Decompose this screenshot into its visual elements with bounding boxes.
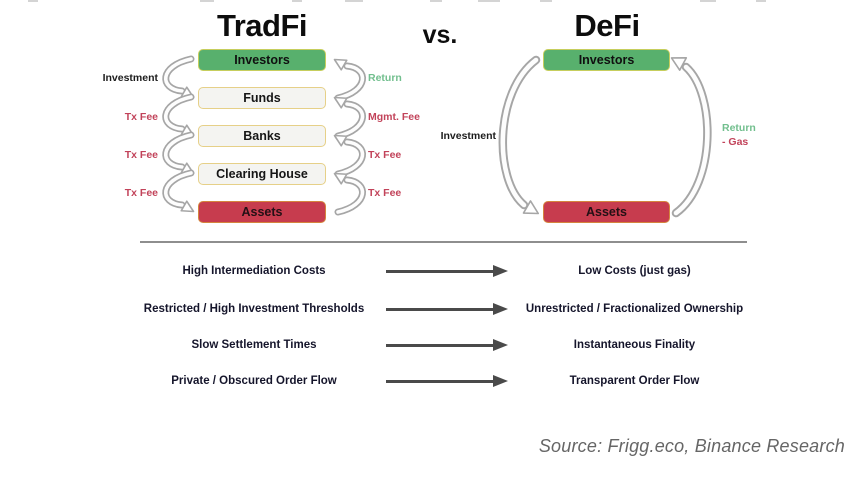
tradfi-box-investors: Investors	[198, 49, 326, 71]
vs-label: vs.	[422, 21, 458, 49]
tradfi-box-clearing-house: Clearing House	[198, 163, 326, 185]
tradfi-down-arrow	[162, 55, 195, 99]
remnant-mark	[540, 0, 552, 2]
defi-trait: Transparent Order Flow	[569, 374, 700, 387]
comparison-arrow	[368, 339, 522, 351]
defi-investment-arc	[498, 55, 541, 215]
tradfi-up-arrow	[333, 172, 366, 216]
tradfi-box-banks: Banks	[198, 125, 326, 147]
tradfi-up-arrow	[333, 134, 366, 178]
tradfi-box-assets: Assets	[198, 201, 326, 223]
minus-gas-label: - Gas	[722, 136, 749, 148]
arrow-shaft	[386, 343, 493, 347]
comparison-row: Slow Settlement Times Instantaneous Fina…	[140, 332, 747, 358]
comparison-row: Private / Obscured Order Flow Transparen…	[140, 368, 747, 394]
source-attribution: Source: Frigg.eco, Binance Research	[538, 436, 845, 456]
remnant-mark	[700, 0, 716, 2]
arrow-shaft	[386, 307, 493, 311]
comparison-table: High Intermediation Costs Low Costs (jus…	[140, 258, 747, 394]
box-label: Investors	[234, 53, 290, 67]
tradfi-flow-label-tx-fee: Tx Fee	[368, 187, 402, 199]
defi-title: DeFi	[574, 8, 640, 43]
defi-return-arc	[670, 57, 712, 218]
defi-trait: Low Costs (just gas)	[578, 264, 691, 277]
tradfi-flow-label-return: Return	[368, 72, 402, 84]
arrow-head-icon	[493, 303, 508, 315]
box-label: Banks	[243, 129, 281, 143]
arrow-head-icon	[493, 265, 508, 277]
tradfi-flow-label-tx-fee: Tx Fee	[124, 149, 158, 161]
comparison-row: High Intermediation Costs Low Costs (jus…	[140, 258, 747, 284]
comparison-row: Restricted / High Investment Thresholds …	[140, 292, 747, 326]
arrow-head-icon	[493, 375, 508, 387]
box-label: Investors	[578, 53, 635, 67]
tradfi-flow-label-tx-fee: Tx Fee	[124, 111, 158, 123]
tradfi-down-arrow	[162, 131, 195, 175]
defi-box-investors: Investors	[543, 49, 670, 71]
tradfi-flow-label-mgmt-fee: Mgmt. Fee	[368, 111, 420, 123]
tradfi-flow-label-investment: Investment	[102, 72, 158, 84]
comparison-arrow	[368, 303, 522, 315]
box-label: Assets	[241, 205, 283, 219]
tradfi-trait: Restricted / High Investment Thresholds	[143, 302, 365, 315]
comparison-arrow	[368, 265, 522, 277]
remnant-mark	[430, 0, 442, 2]
defi-flow-label-investment: Investment	[440, 130, 496, 142]
defi-box-assets: Assets	[543, 201, 670, 223]
box-label: Assets	[586, 205, 627, 219]
comparison-arrow	[368, 375, 522, 387]
remnant-mark	[756, 0, 766, 2]
box-label: Funds	[243, 91, 281, 105]
tradfi-up-arrow	[333, 58, 366, 102]
arrow-shaft	[386, 269, 493, 273]
tradfi-down-arrow	[162, 169, 195, 213]
arrow-head-icon	[493, 339, 508, 351]
tradfi-flow-label-tx-fee: Tx Fee	[368, 149, 402, 161]
remnant-mark	[478, 0, 500, 2]
tradfi-box-funds: Funds	[198, 87, 326, 109]
remnant-mark	[292, 0, 302, 2]
tradfi-flow-label-tx-fee: Tx Fee	[124, 187, 158, 199]
tradfi-up-arrow	[333, 96, 366, 140]
remnant-mark	[345, 0, 363, 2]
remnant-mark	[200, 0, 214, 2]
tradfi-trait: High Intermediation Costs	[182, 264, 326, 277]
remnant-mark	[28, 0, 38, 2]
box-label: Clearing House	[216, 167, 308, 181]
tradfi-down-arrow	[162, 93, 195, 137]
defi-trait: Instantaneous Finality	[573, 338, 696, 351]
arrow-shaft	[386, 379, 493, 383]
tradfi-trait: Private / Obscured Order Flow	[171, 374, 337, 387]
defi-trait: Unrestricted / Fractionalized Ownership	[525, 302, 744, 315]
defi-flow-label-return: Return - Gas	[722, 121, 756, 149]
tradfi-trait: Slow Settlement Times	[191, 338, 317, 351]
return-label: Return	[722, 122, 756, 134]
section-divider	[140, 241, 747, 243]
tradfi-title: TradFi	[216, 8, 308, 43]
